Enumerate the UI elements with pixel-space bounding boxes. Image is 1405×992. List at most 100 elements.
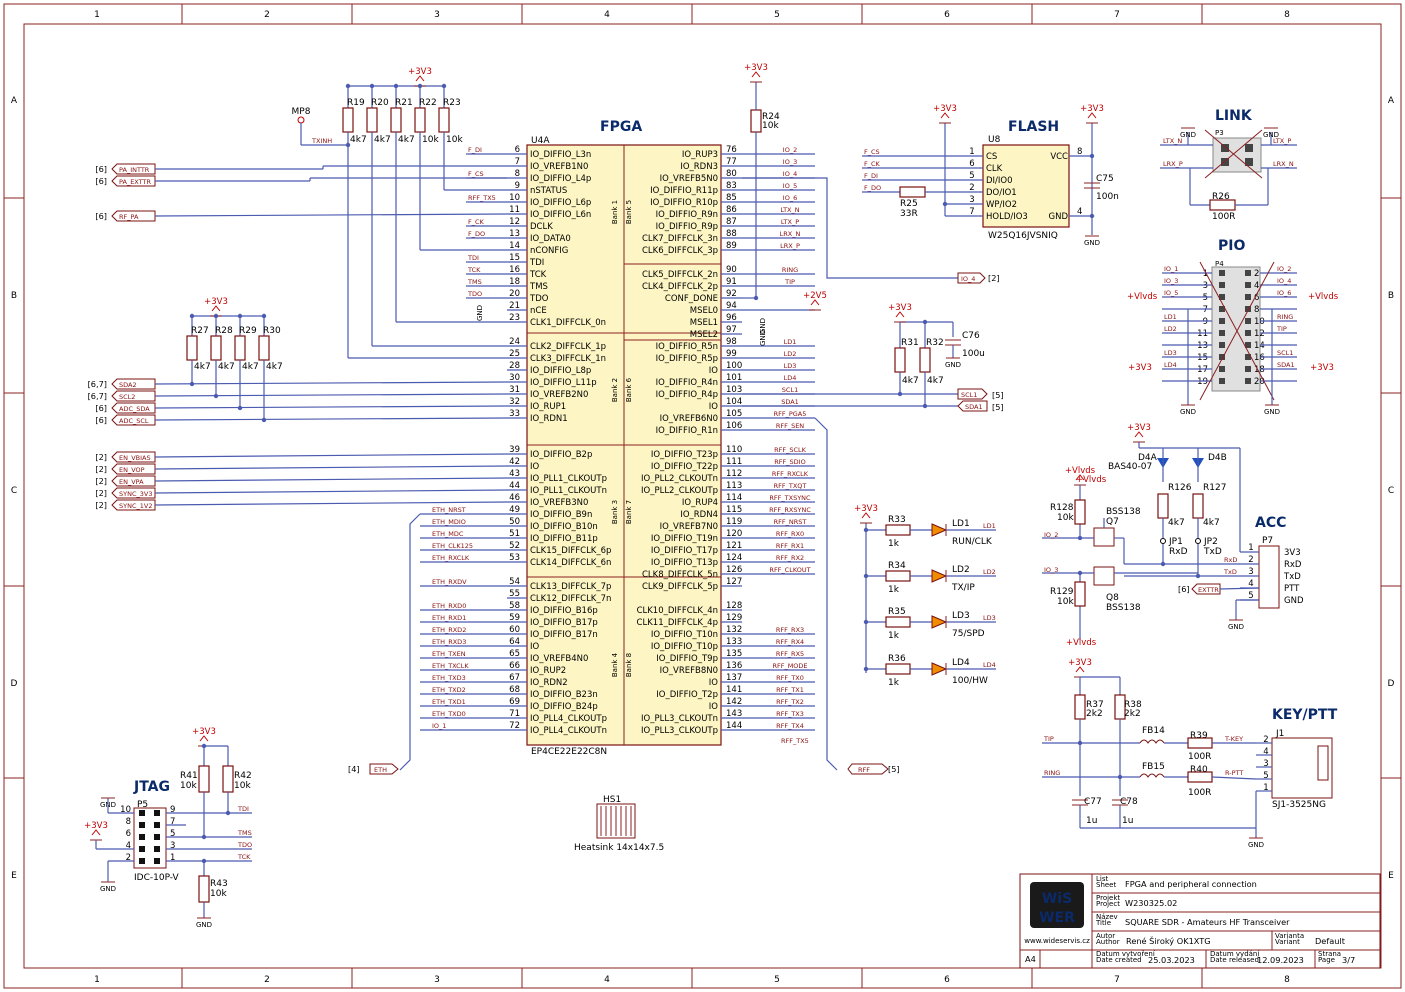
- fpga-pin-name: IO_DIFFIO_T2p: [656, 690, 718, 700]
- pio-pin-number: 3: [1203, 281, 1208, 291]
- titleblock-released-label: Date released: [1210, 956, 1259, 964]
- fpga-pin-name: nSTATUS: [530, 186, 567, 196]
- j1-pin-number: 3: [1263, 759, 1268, 769]
- grid-col-top: 5: [774, 10, 780, 20]
- p5-pin-number: 10: [120, 805, 131, 815]
- r127-resistor: [1192, 493, 1204, 519]
- fpga-pin-name: CLK10_DIFFCLK_4n: [637, 606, 718, 616]
- fpga-net-label: RFF_RXCLK: [772, 470, 809, 478]
- fpga-net-label: RING: [782, 266, 798, 274]
- titleblock-page: 3/7: [1342, 955, 1355, 965]
- offsheet-wire: [154, 477, 508, 482]
- acc-pin-name: 3V3: [1284, 548, 1301, 558]
- fpga-pin-number: 14: [509, 241, 520, 251]
- offsheet-flag: [111, 414, 156, 426]
- fpga-pin-name: CLK11_DIFFCLK_4p: [637, 618, 718, 628]
- r37-value: 2k2: [1086, 709, 1103, 719]
- fpga-pin-number: 90: [726, 265, 737, 275]
- pullup-resistor: [390, 107, 402, 133]
- pio-net: IO_6: [1277, 289, 1291, 297]
- fpga-pin-name: IO_DIFFIO_B10n: [530, 522, 598, 532]
- titleblock-page-label: Strana: [1318, 950, 1341, 958]
- fpga-pin-name: IO_DIFFIO_R9n: [656, 210, 718, 220]
- pio-net: IO_3: [1164, 277, 1178, 285]
- offsheet-ref: [6]: [95, 176, 107, 186]
- jp2-ref: JP2: [1203, 537, 1218, 547]
- led-resistor: [885, 570, 911, 582]
- q7-mosfet: [1093, 527, 1115, 547]
- offsheet-wire: [154, 405, 508, 409]
- grid-col-bottom: 8: [1284, 975, 1290, 985]
- jtag-net: TMS: [237, 829, 252, 837]
- fpga-pin-number: 113: [726, 481, 742, 491]
- fpga-pin-name: IO_DIFFIO_B23n: [530, 690, 598, 700]
- q7-ref: Q7: [1106, 517, 1119, 527]
- fpga-pin-name: IO_PLL3_CLKOUTp: [641, 726, 718, 736]
- j1-ref: J1: [1275, 729, 1284, 739]
- fpga-pin-number: 96: [726, 313, 737, 323]
- offsheet-ref: [2]: [95, 452, 107, 462]
- p5-pin-number: 2: [126, 853, 131, 863]
- fpga-pin-number: 136: [726, 661, 742, 671]
- offsheet-wire: [154, 489, 508, 494]
- offsheet-ref: [6]: [95, 415, 107, 425]
- r127-value: 4k7: [1203, 518, 1220, 528]
- gnd-label: GND: [1180, 408, 1196, 416]
- flash-pin-number: 1: [969, 147, 974, 157]
- led-r-value: 1k: [888, 585, 900, 595]
- flash-wp-power-arrow: [940, 112, 950, 119]
- pullup-value: 4k7: [374, 135, 391, 145]
- flash-pin-number: 6: [969, 159, 974, 169]
- fpga-pin-number: 42: [509, 457, 520, 467]
- acc-txd-net: TxD: [1223, 568, 1237, 576]
- pio-pin-number: 4: [1254, 281, 1259, 291]
- fpga-pin-number: 88: [726, 229, 737, 239]
- pio-ref: P4: [1215, 260, 1224, 268]
- p5-pin: [154, 834, 160, 840]
- fpga-heading: FPGA: [600, 119, 642, 135]
- hs1-ref: HS1: [603, 795, 621, 805]
- msel0-power-arrow: [810, 299, 820, 306]
- offsheet-ref: [2]: [95, 488, 107, 498]
- pio-heading: PIO: [1218, 238, 1245, 254]
- r41-resistor: [198, 765, 210, 793]
- link-heading: LINK: [1215, 108, 1253, 124]
- rff-offsheet-ref: [5]: [888, 764, 900, 774]
- fpga-net-label: TDI: [467, 254, 479, 262]
- q7-vlvds-power-label: +Vlvds: [1065, 466, 1096, 476]
- led-r-ref: R33: [888, 515, 906, 525]
- junction-dot: [1089, 213, 1095, 219]
- fpga-pin-name: IO_VREFB4N0: [530, 654, 588, 664]
- acc-ptt-wire: [1219, 587, 1260, 590]
- fpga-pin-number: 20: [509, 289, 520, 299]
- d4b-ref: D4B: [1208, 453, 1227, 463]
- fpga-pin-name: IO_DIFFIO_R11p: [650, 186, 718, 196]
- fpga-pin-name: IO_PLL4_CLKOUTn: [530, 726, 607, 736]
- fpga-pin-name: TCK: [529, 270, 547, 280]
- p5-pin-number: 7: [170, 817, 175, 827]
- fpga-pin-name: IO_DIFFIO_L11p: [530, 378, 597, 388]
- pio-pin: [1219, 330, 1225, 336]
- junction-dot: [189, 313, 195, 319]
- keyptt-power-label: +3V3: [1068, 658, 1092, 668]
- pio-pin: [1219, 342, 1225, 348]
- flash-pin-number: 2: [969, 183, 974, 193]
- junction-dot: [201, 743, 207, 749]
- fpga-pin-number: 111: [726, 457, 742, 467]
- flash-pin-name: CLK: [986, 164, 1003, 174]
- offsheet-wire: [154, 417, 508, 421]
- pullup-power-arrow: [415, 75, 425, 82]
- acc-pin-name: RxD: [1284, 560, 1302, 570]
- fpga-pin-name: IO_RUP3: [682, 150, 718, 160]
- fb14-ferrite: [1139, 739, 1165, 744]
- titleblock-released: 12.09.2023: [1257, 955, 1304, 965]
- led-r-ref: R36: [888, 654, 906, 664]
- rff-bus: [814, 417, 838, 771]
- pio-net: SDA1: [1277, 361, 1295, 369]
- fpga-pin-name: CLK1_DIFFCLK_0n: [530, 318, 606, 328]
- grid-row-right: D: [1388, 679, 1395, 689]
- pio-net: RING: [1277, 313, 1293, 321]
- r126-resistor: [1157, 493, 1169, 519]
- j1-pin-number: 5: [1263, 771, 1268, 781]
